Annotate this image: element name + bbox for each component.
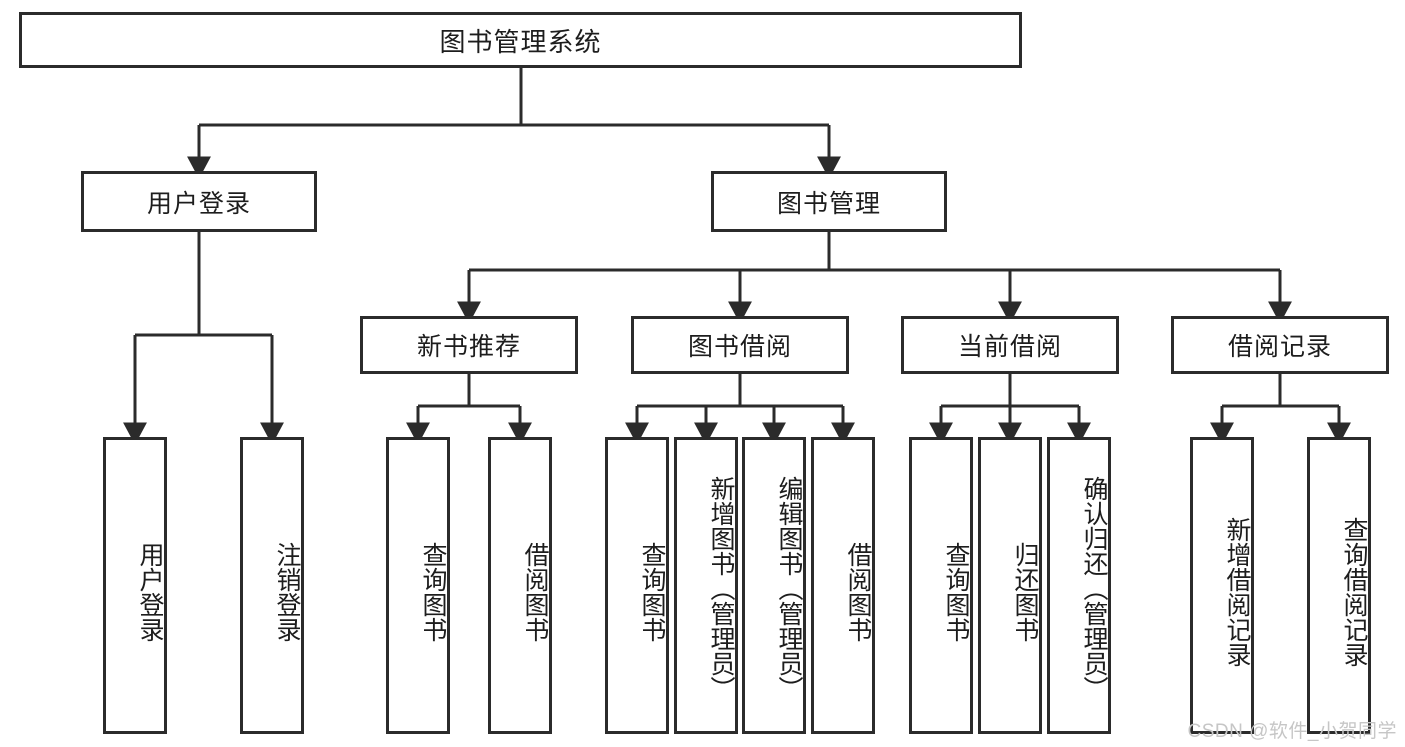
node-borrowing-record[interactable]: 借阅记录 xyxy=(1171,316,1389,374)
node-book-borrowing[interactable]: 图书借阅 xyxy=(631,316,849,374)
node-user-login[interactable]: 用户登录 xyxy=(81,171,317,232)
leaf-logout-login[interactable]: 注销登录 xyxy=(240,437,304,734)
leaf-confirm-return-admin[interactable]: 确认归还（管理员） xyxy=(1047,437,1111,734)
leaf-edit-book-admin[interactable]: 编辑图书（管理员） xyxy=(742,437,806,734)
node-book-management[interactable]: 图书管理 xyxy=(711,171,947,232)
leaf-borrow-book[interactable]: 借阅图书 xyxy=(811,437,875,734)
csdn-watermark: CSDN @软件_小贺同学 xyxy=(1187,721,1397,742)
leaf-borrow-book-recommendation[interactable]: 借阅图书 xyxy=(488,437,552,734)
leaf-query-borrow-record[interactable]: 查询借阅记录 xyxy=(1307,437,1371,734)
node-new-book-recommendation[interactable]: 新书推荐 xyxy=(360,316,578,374)
leaf-query-book-borrowing[interactable]: 查询图书 xyxy=(605,437,669,734)
leaf-add-book-admin[interactable]: 新增图书（管理员） xyxy=(674,437,738,734)
leaf-query-book-current[interactable]: 查询图书 xyxy=(909,437,973,734)
leaf-return-book[interactable]: 归还图书 xyxy=(978,437,1042,734)
node-root-book-management-system[interactable]: 图书管理系统 xyxy=(19,12,1022,68)
node-current-borrowing[interactable]: 当前借阅 xyxy=(901,316,1119,374)
leaf-add-borrow-record[interactable]: 新增借阅记录 xyxy=(1190,437,1254,734)
leaf-query-book-recommendation[interactable]: 查询图书 xyxy=(386,437,450,734)
leaf-user-login[interactable]: 用户登录 xyxy=(103,437,167,734)
